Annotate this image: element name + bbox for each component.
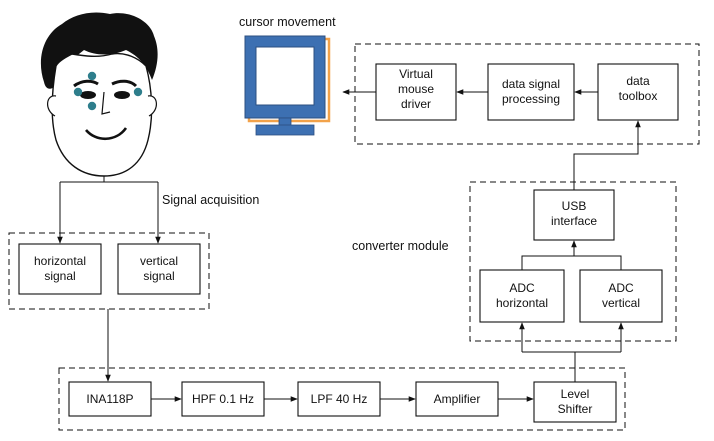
adc-merge-line [521,255,622,270]
left-eyebrow [73,79,99,88]
electrode-top [87,71,97,81]
virtual-mouse-driver-line-2: mouse [398,82,434,96]
arrow-to-data-toolbox [573,120,641,190]
nose [101,91,111,115]
level-shifter-line-1: Level [561,387,590,401]
adc-vertical-line-2: vertical [602,296,640,310]
horizontal-signal-line-1: horizontal [34,254,86,268]
data-signal-processing-line-1: data signal [502,77,560,91]
electrode-right [133,87,143,97]
level-shifter-line-2: Shifter [558,402,593,416]
usb-interface-line-1: USB [562,199,587,213]
face-icon [40,12,158,177]
acquisition-group [8,232,210,310]
data-signal-processing-line-2: processing [502,92,560,106]
ina118p-label: INA118P [86,392,133,406]
adc-vertical-line-1: ADC [608,281,634,295]
lpf-label: LPF 40 Hz [311,392,368,406]
hpf-block: HPF 0.1 Hz [181,381,265,417]
vertical-signal-line-1: vertical [140,254,178,268]
lpf-block: LPF 40 Hz [297,381,381,417]
software-group [354,43,700,145]
amplifier-label: Amplifier [434,392,481,406]
horizontal-signal-line-2: signal [44,269,75,283]
adc-horizontal-line-2: horizontal [496,296,548,310]
cursor-movement-label: cursor movement [239,15,336,29]
signal-acquisition-label: Signal acquisition [162,193,259,207]
electrode-bottom [87,101,97,111]
vertical-signal-line-2: signal [143,269,174,283]
monitor-icon [244,35,331,136]
ina118p-block: INA118P [68,381,152,417]
usb-interface-line-2: interface [551,214,597,228]
adc-horizontal-line-1: ADC [509,281,535,295]
right-eye [114,91,130,99]
amplifier-block: Amplifier [415,381,499,417]
left-ear [47,95,57,117]
converter-module-group [469,181,677,342]
converter-module-label: converter module [352,239,449,253]
left-eye [80,91,96,99]
analog-chain-group [58,367,626,431]
mouth [85,127,128,141]
data-toolbox-line-1: data [626,74,650,88]
data-toolbox-line-2: toolbox [619,89,658,103]
head [51,52,153,177]
right-eyebrow [111,79,138,88]
right-ear [147,95,157,117]
virtual-mouse-driver-line-1: Virtual [399,67,433,81]
electrode-left [73,87,83,97]
hair [40,12,158,89]
hpf-label: HPF 0.1 Hz [192,392,254,406]
virtual-mouse-driver-line-3: driver [401,97,431,111]
